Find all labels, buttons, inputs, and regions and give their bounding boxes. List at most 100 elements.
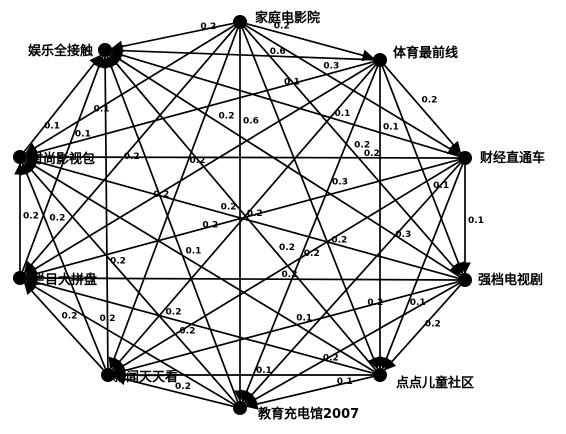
- edge-lanmu-yule: [21, 55, 105, 272]
- node-xinwen: 新闻天天看: [101, 368, 178, 385]
- edge-weight-label: 0.2: [100, 314, 116, 324]
- node-label: 时尚影视包: [30, 151, 95, 167]
- edge-qiangdang-xinwen: [113, 280, 459, 377]
- edge-tiyu-yule: [110, 44, 374, 61]
- node-tiyu: 体育最前线: [373, 45, 458, 67]
- edge-weight-label: 0.1: [383, 123, 399, 133]
- node-label: 栏目大拼盘: [32, 272, 97, 288]
- node-label: 财经直通车: [480, 150, 545, 166]
- edge-xinwen-shishang: [21, 162, 107, 369]
- edge-weight-label: 0.1: [94, 105, 110, 115]
- edge-xinwen-yule: [99, 55, 112, 369]
- edge-qiangdang-yule: [109, 53, 460, 277]
- edge-weight-label: 0.1: [433, 181, 449, 191]
- node-dot: [233, 401, 247, 415]
- edge-weight-label: 0.2: [354, 140, 370, 150]
- node-label: 体育最前线: [393, 45, 458, 61]
- edge-caijing-xinwen: [112, 160, 460, 373]
- edge-weight-label: 0.2: [282, 270, 298, 280]
- edge-weight-label: 0.2: [323, 354, 339, 364]
- node-label: 强档电视剧: [478, 272, 543, 288]
- node-label: 新闻天天看: [113, 369, 178, 385]
- node-label: 教育充电馆2007: [257, 406, 359, 422]
- edge-shishang-yule: [23, 54, 102, 153]
- edge-weight-label: 0.2: [279, 243, 295, 253]
- edge-weight-label: 0.2: [110, 256, 126, 266]
- edge-weight-label: 0.2: [124, 152, 140, 162]
- edge-weight-label: 0.2: [49, 213, 65, 223]
- edge-weight-label: 0.6: [270, 47, 286, 57]
- node-label: 家庭电影院: [255, 10, 320, 26]
- edge-weight-label: 0.1: [334, 109, 350, 119]
- edge-diandian-yule: [108, 54, 377, 371]
- edge-weight-label: 0.2: [23, 212, 39, 222]
- edge-weight-label: 0.2: [175, 382, 191, 392]
- edges-layer: [14, 22, 471, 410]
- node-jiaoyu: 教育充电馆2007: [233, 401, 359, 422]
- node-dot: [233, 15, 247, 29]
- edge-jiating-tiyu: [246, 23, 375, 62]
- node-dot: [458, 151, 472, 165]
- edge-weights-layer: 0.2 0.3 0.2 0.2 0.6 0.2 0.2 0.1 0.2 0.2 0.1 0.1 0.3 0…: [23, 21, 484, 392]
- edge-weight-label: 0.2: [179, 326, 195, 336]
- edge-jiating-lanmu: [23, 26, 237, 274]
- edge-weight-label: 0.2: [304, 249, 320, 259]
- edge-diandian-jiaoyu: [245, 375, 374, 410]
- edge-jiaoyu-yule: [105, 55, 239, 402]
- edge-xinwen-lanmu: [23, 282, 104, 371]
- edge-tiyu-shishang: [25, 61, 374, 159]
- node-dot: [13, 271, 27, 285]
- node-dot: [98, 43, 112, 57]
- edge-weight-label: 0.2: [200, 22, 216, 32]
- edge-weight-label: 0.2: [367, 298, 383, 308]
- edge-weight-label: 0.2: [422, 95, 438, 105]
- edge-weight-label: 0.1: [256, 366, 272, 376]
- edge-diandian-shishang: [24, 159, 375, 373]
- edge-weight-label: 0.2: [153, 190, 169, 200]
- edge-weight-label: 0.2: [274, 21, 290, 31]
- edge-weight-label: 0.1: [284, 78, 300, 88]
- edge-weight-label: 0.2: [425, 319, 441, 329]
- node-dot: [101, 368, 115, 382]
- edge-weight-label: 0.1: [44, 121, 60, 131]
- node-qiangdang: 强档电视剧: [458, 272, 543, 288]
- edge-weight-label: 0.3: [332, 178, 348, 188]
- edge-weight-label: 0.2: [61, 311, 77, 321]
- edge-jiating-yule: [110, 22, 234, 53]
- edge-qiangdang-jiaoyu: [245, 282, 460, 406]
- edge-caijing-jiaoyu: [243, 162, 461, 404]
- edge-weight-label: 0.1: [296, 313, 312, 323]
- edge-weight-label: 0.2: [219, 112, 235, 122]
- edge-weight-label: 0.1: [185, 246, 201, 256]
- edge-weight-label: 0.6: [243, 116, 259, 126]
- edge-tiyu-lanmu: [24, 62, 375, 276]
- edge-weight-label: 0.3: [323, 62, 339, 72]
- edge-jiaoyu-lanmu: [25, 280, 235, 406]
- edge-weight-label: 0.2: [221, 203, 237, 213]
- edge-tiyu-jiaoyu: [241, 66, 379, 403]
- edge-caijing-diandian: [380, 164, 464, 370]
- node-yule: 娱乐全接触: [28, 43, 112, 59]
- edge-weight-label: 0.2: [331, 236, 347, 246]
- edge-jiating-caijing: [245, 24, 461, 156]
- edge-weight-label: 0.1: [337, 377, 353, 387]
- edge-weight-label: 0.2: [166, 307, 182, 317]
- node-shishang: 时尚影视包: [13, 150, 95, 167]
- edge-caijing-shishang: [25, 151, 459, 163]
- node-dot: [373, 368, 387, 382]
- edge-qiangdang-shishang: [25, 155, 459, 279]
- edge-weight-label: 0.3: [395, 230, 411, 240]
- edge-weight-label: 0.2: [364, 149, 380, 159]
- edge-jiating-diandian: [241, 28, 380, 370]
- node-dot: [13, 150, 27, 164]
- edge-qiangdang-lanmu: [25, 272, 459, 285]
- edge-caijing-yule: [110, 49, 459, 157]
- edge-jiaoyu-shishang: [23, 161, 237, 404]
- edge-diandian-lanmu: [25, 276, 374, 374]
- edge-weight-label: 0.2: [247, 209, 263, 219]
- edge-jiaoyu-xinwen: [113, 373, 234, 408]
- node-jiating: 家庭电影院: [233, 10, 320, 29]
- node-diandian: 点点儿童社区: [373, 368, 474, 391]
